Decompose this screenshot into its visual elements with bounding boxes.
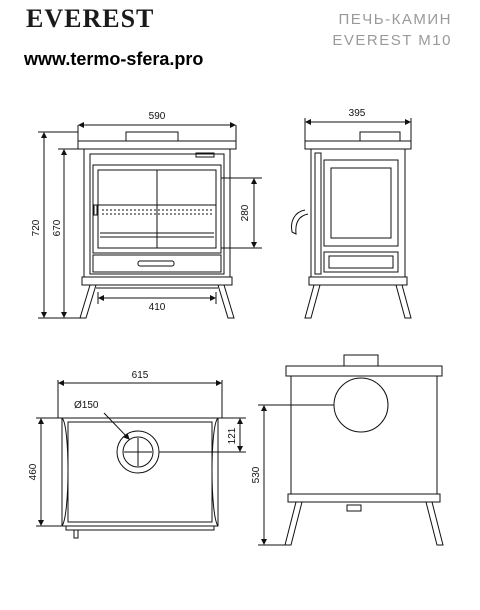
top-dimensions [36, 380, 246, 527]
dim-front-body-height: 670 [52, 219, 63, 236]
dim-side-depth: 395 [349, 108, 366, 119]
side-view [291, 131, 412, 319]
front-view [77, 131, 237, 319]
dim-top-depth: 460 [28, 463, 39, 480]
top-view [61, 417, 219, 539]
dim-door-height: 280 [240, 204, 251, 221]
brand-logo: EVEREST [26, 4, 155, 33]
product-title: ПЕЧЬ-КАМИН EVEREST M10 [332, 9, 452, 51]
front-dimensions [38, 122, 262, 319]
dim-flue-offset: 121 [227, 427, 238, 444]
dim-glass-width: 410 [149, 302, 166, 313]
dim-front-width: 590 [149, 111, 166, 122]
back-view [284, 354, 444, 546]
product-type: ПЕЧЬ-КАМИН [338, 11, 452, 28]
back-dimensions [258, 404, 334, 546]
side-dimensions [304, 118, 412, 141]
dim-flue-height: 530 [251, 466, 262, 483]
dim-top-width: 615 [132, 370, 149, 381]
dim-front-total-height: 720 [31, 219, 42, 236]
website-link[interactable]: www.termo-sfera.pro [24, 49, 204, 69]
product-model: EVEREST M10 [332, 32, 452, 49]
dim-flue-diameter: Ø150 [74, 400, 99, 411]
